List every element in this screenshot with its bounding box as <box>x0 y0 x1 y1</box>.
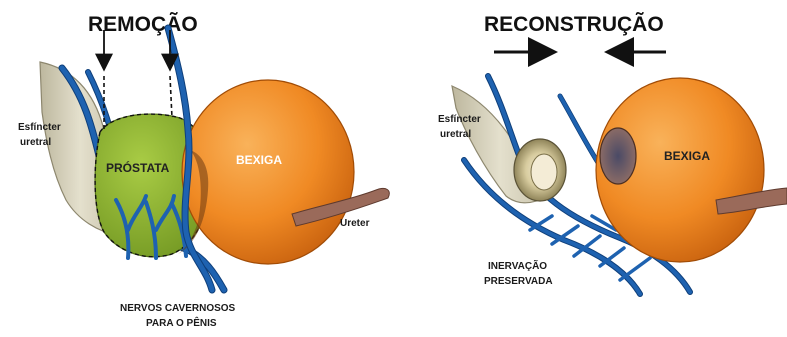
reconstruction-title: RECONSTRUÇÃO <box>484 13 664 36</box>
removal-panel: REMOÇÃO <box>18 13 389 329</box>
sphincter-label-left-2: uretral <box>20 137 51 148</box>
nerves-label-2: PARA O PÊNIS <box>146 316 217 329</box>
sphincter-label-left-1: Esfíncter <box>18 122 61 133</box>
bladder-neck-opening <box>600 128 636 184</box>
nerves-label-1: NERVOS CAVERNOSOS <box>120 303 236 314</box>
bladder-label-right: BEXIGA <box>664 149 710 163</box>
innervation-label-1: INERVAÇÃO <box>488 259 547 272</box>
urethral-stump-opening <box>531 154 557 190</box>
ureter-label: Ureter <box>340 218 370 229</box>
reconstruction-panel: RECONSTRUÇÃO Esfíncter uretral BEXIGA IN… <box>438 13 787 294</box>
innervation-label-2: PRESERVADA <box>484 276 553 287</box>
bladder-left <box>182 80 354 264</box>
sphincter-label-right-2: uretral <box>440 129 471 140</box>
bladder-label-left: BEXIGA <box>236 153 282 167</box>
sphincter-label-right-1: Esfíncter <box>438 114 481 125</box>
prostate-label: PRÓSTATA <box>106 160 170 175</box>
